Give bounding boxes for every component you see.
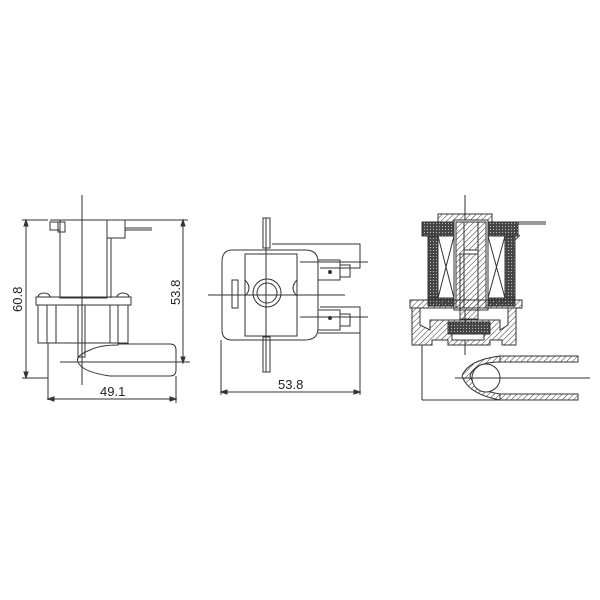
side-view <box>22 195 190 403</box>
top-view <box>208 217 368 395</box>
dim-top-width: 53.8 <box>278 377 303 392</box>
section-view <box>409 195 590 401</box>
dim-side-height-body: 53.8 <box>168 280 183 305</box>
dim-side-width: 49.1 <box>100 384 125 399</box>
dim-side-height-overall: 60.8 <box>10 287 25 312</box>
